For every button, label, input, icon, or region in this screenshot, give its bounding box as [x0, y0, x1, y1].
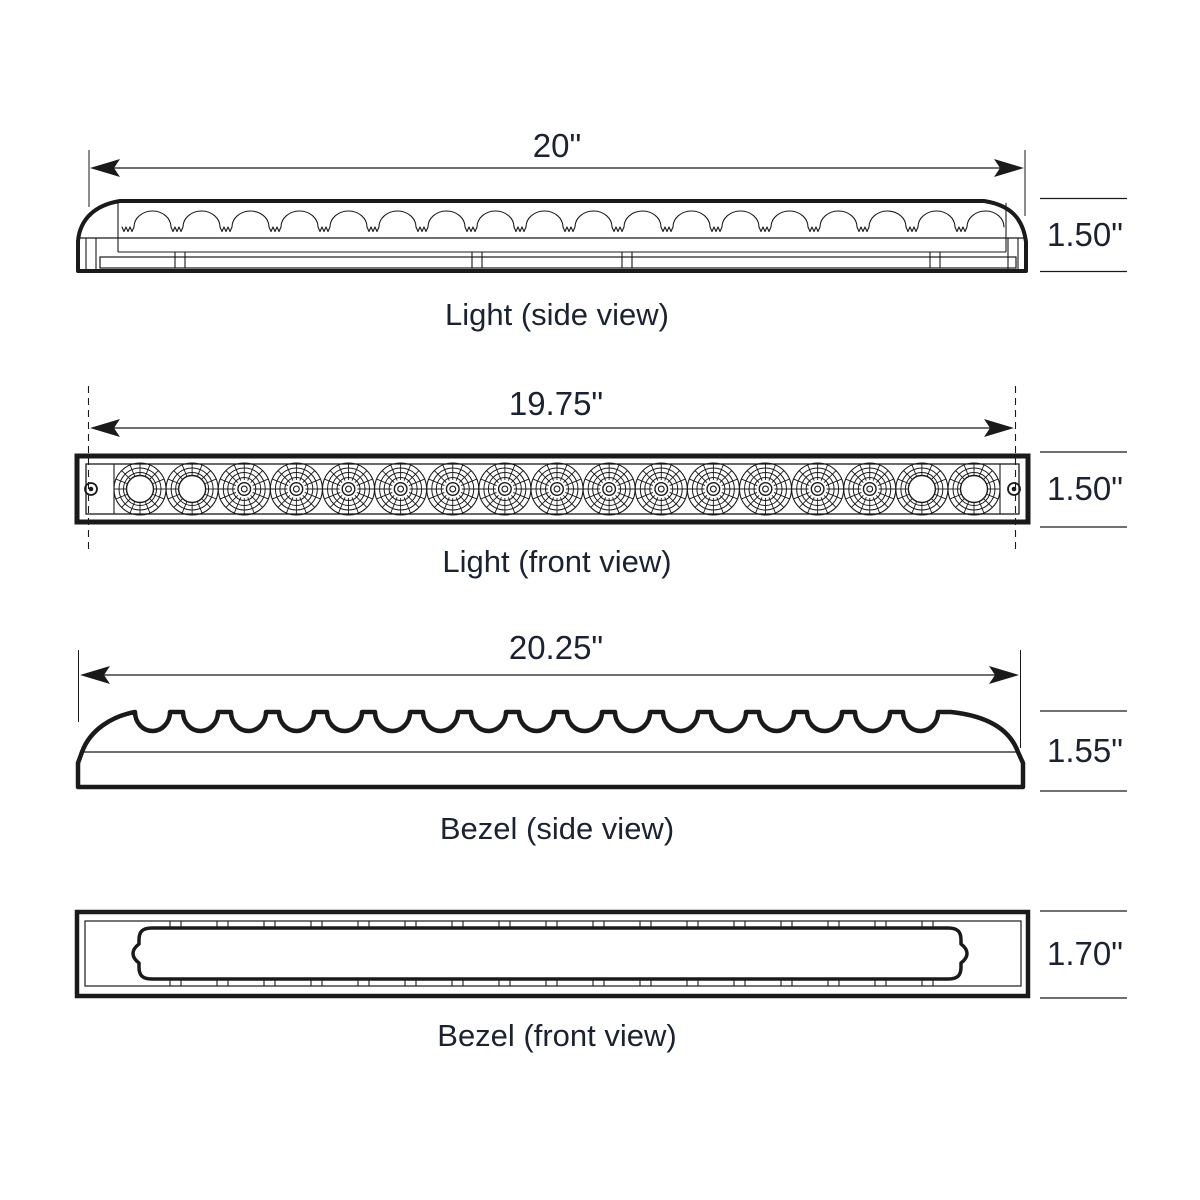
bezel-front-view-drawing [74, 909, 1127, 999]
dimension-label-bezel-front-height: 1.70" [1047, 935, 1123, 972]
dimension-label-light-side-height: 1.50" [1047, 216, 1123, 253]
light-side-view-drawing [76, 150, 1127, 273]
dimension-label-light-side-length: 20" [532, 127, 582, 164]
dimension-label-light-front-length: 19.75" [508, 385, 604, 422]
caption-bezel-side-view: Bezel (side view) [439, 811, 675, 846]
dimension-label-light-front-height: 1.50" [1047, 470, 1123, 507]
caption-light-front-view: Light (front view) [442, 544, 672, 579]
caption-bezel-front-view: Bezel (front view) [437, 1018, 677, 1053]
dimension-label-bezel-side-length: 20.25" [508, 629, 604, 666]
dimension-label-bezel-side-height: 1.55" [1047, 732, 1123, 769]
light-front-view-drawing [74, 386, 1127, 549]
bezel-side-view-drawing [75, 650, 1127, 792]
caption-light-side-view: Light (side view) [445, 297, 669, 332]
